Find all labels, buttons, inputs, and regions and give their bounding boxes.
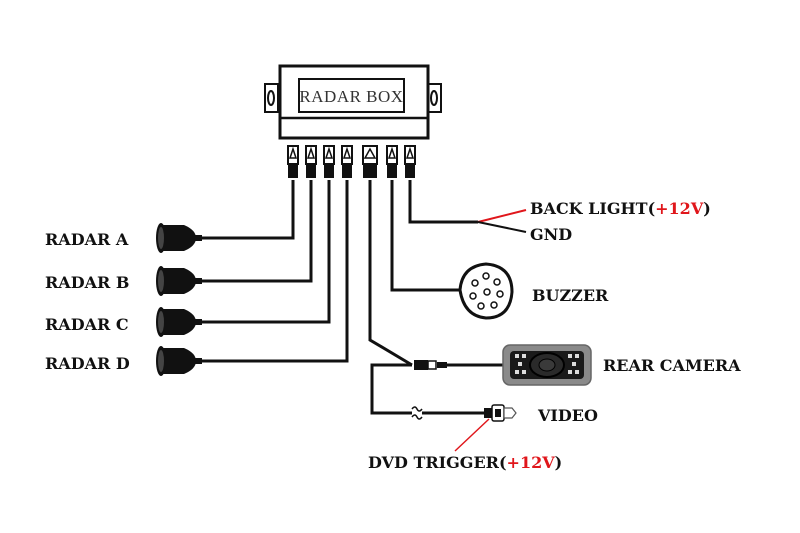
- radar-box-label: RADAR BOX: [299, 87, 403, 106]
- connector-plug-icon: [386, 145, 398, 178]
- radar-d-label: RADAR D: [45, 354, 130, 373]
- buzzer-icon: [458, 262, 514, 320]
- rca-video-plug-icon: [484, 404, 517, 422]
- wires: [200, 180, 527, 420]
- dvd-trigger-label: DVD TRIGGER(+12V): [368, 453, 562, 472]
- radar-sensor-icon: [156, 346, 202, 376]
- radar-box: RADAR BOX: [264, 64, 442, 140]
- radar-sensor-icon: [156, 266, 202, 296]
- camera-plug-icon: [414, 360, 505, 370]
- rear-camera-icon: [502, 344, 592, 386]
- connector-row: [287, 145, 416, 178]
- connector-plug-icon: [305, 145, 317, 178]
- dvd-trigger-pointer: [454, 418, 490, 452]
- back-light-label: BACK LIGHT(+12V): [530, 199, 711, 218]
- radar-a-label: RADAR A: [45, 230, 129, 249]
- radar-c-label: RADAR C: [45, 315, 129, 334]
- connector-plug-icon: [404, 145, 416, 178]
- radar-sensor-icon: [156, 307, 202, 337]
- radar-sensor-icon: [156, 223, 202, 253]
- video-label: VIDEO: [537, 406, 598, 425]
- connector-plug-icon: [287, 145, 299, 178]
- radar-sensors: [156, 223, 202, 376]
- connector-plug-icon: [341, 145, 353, 178]
- break-symbol: [411, 406, 423, 420]
- connector-plug-icon: [362, 145, 378, 178]
- connector-plug-icon: [323, 145, 335, 178]
- gnd-label: GND: [530, 225, 572, 244]
- radar-b-label: RADAR B: [45, 273, 129, 292]
- buzzer-label: BUZZER: [532, 286, 609, 305]
- rear-camera-label: REAR CAMERA: [603, 356, 741, 375]
